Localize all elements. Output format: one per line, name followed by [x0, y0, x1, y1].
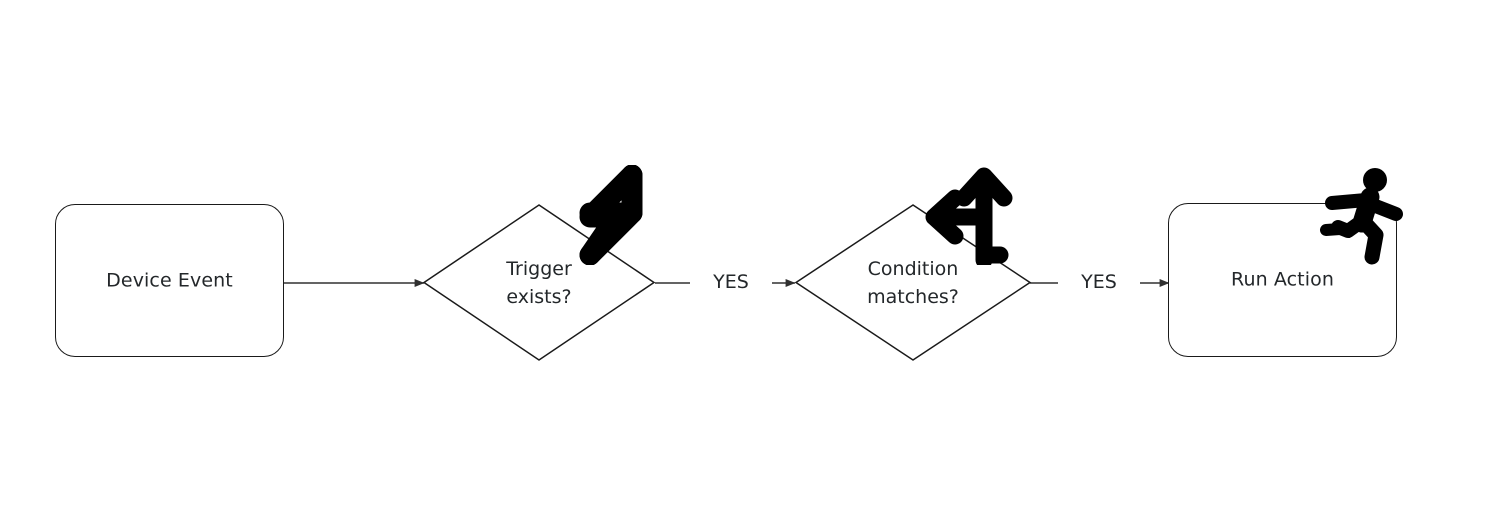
node-condition-matches[interactable]: Condition matches? [794, 204, 1032, 361]
diamond-shape-condition [794, 204, 1032, 361]
edge-label-condition-yes: YES [1058, 273, 1140, 292]
node-device-event[interactable]: Device Event [55, 204, 284, 357]
node-trigger-exists[interactable]: Trigger exists? [422, 204, 656, 361]
node-run-action-label: Run Action [1231, 268, 1334, 291]
node-device-event-label: Device Event [106, 269, 233, 291]
node-run-action[interactable]: Run Action [1168, 203, 1397, 357]
diamond-shape-trigger [422, 204, 656, 361]
edge-label-trigger-yes: YES [690, 273, 772, 292]
